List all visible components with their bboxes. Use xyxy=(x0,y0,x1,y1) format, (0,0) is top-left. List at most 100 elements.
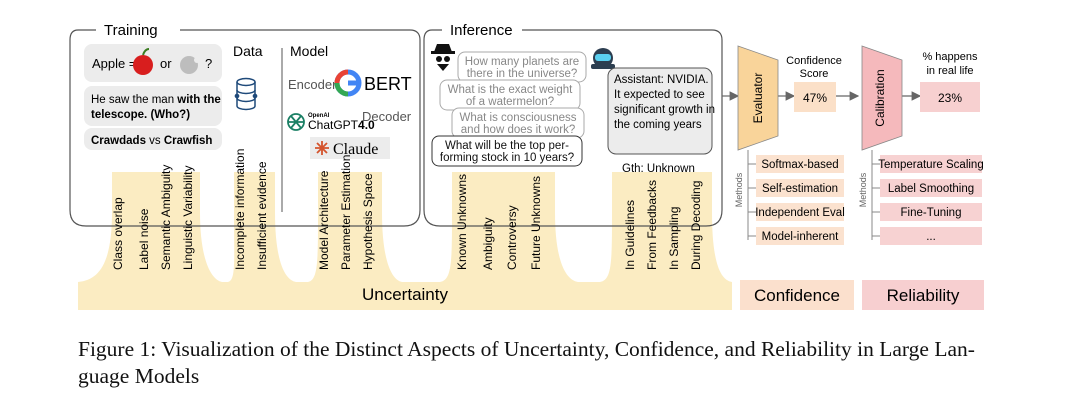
uncertainty-source-label: Ambiguity xyxy=(481,217,495,270)
method-box xyxy=(880,155,982,173)
apple-or-text: or xyxy=(160,56,172,71)
uncertainty-source-label: Class overlap xyxy=(111,197,125,270)
spy-icon xyxy=(431,44,455,71)
uncertainty-band xyxy=(78,172,732,310)
uncertainty-source-label: From Feedbacks xyxy=(645,180,659,270)
method-label: Temperature Scaling xyxy=(878,159,983,171)
answer-box xyxy=(607,67,713,155)
calibration-label: Calibration xyxy=(873,69,887,126)
crawdads-text: Crawdads xyxy=(91,135,146,147)
example-crawdads-box xyxy=(84,128,222,150)
training-title: Training xyxy=(104,22,158,39)
uncertainty-source-label: Semantic Ambiguity xyxy=(159,165,173,270)
uncertainty-source-label: Parameter Estimation xyxy=(339,155,353,270)
svg-text:ChatGPT4.0: ChatGPT4.0 xyxy=(308,118,375,132)
real-life-title-1: % happens xyxy=(922,51,978,63)
svg-text:telescope. (Who?): telescope. (Who?) xyxy=(91,109,190,121)
method-label: Self-estimation xyxy=(762,183,838,195)
uncertainty-source-label: Label noise xyxy=(137,208,151,270)
robot-icon xyxy=(591,48,615,69)
method-label: Fine-Tuning xyxy=(901,207,962,219)
reliability-methods-label: Methods xyxy=(858,172,868,207)
claude-logo-icon xyxy=(315,141,329,155)
svg-text:Apple =: Apple = xyxy=(92,56,136,71)
confidence-score-title-1: Confidence xyxy=(786,55,842,67)
apple-fruit-icon xyxy=(133,48,153,75)
question-text: How many planets are xyxy=(465,56,579,68)
uncertainty-source-label: Insufficient evidence xyxy=(255,161,269,270)
apple-question-text: ? xyxy=(205,56,212,71)
answer-line: It expected to see xyxy=(614,89,705,101)
confidence-score-title-2: Score xyxy=(800,68,829,80)
question-text: and how does it work? xyxy=(461,124,575,136)
method-label: Independent Eval xyxy=(755,207,845,219)
model-heading: Model xyxy=(290,43,328,59)
chatgpt-label: ChatGPT xyxy=(308,118,359,132)
sentence-plain: He saw the man xyxy=(91,94,177,106)
question-text: forming stock in 10 years? xyxy=(440,152,574,164)
uncertainty-source-label: Linguistic Variability xyxy=(181,166,195,271)
uncertainty-source-label: In Guidelines xyxy=(623,200,637,270)
reliability-band xyxy=(862,280,984,310)
inference-title: Inference xyxy=(450,22,513,39)
question-text: What is consciousness xyxy=(460,112,577,124)
method-label: ... xyxy=(926,231,936,243)
method-box xyxy=(756,179,844,197)
confidence-score-value: 47% xyxy=(803,91,827,105)
sentence-bold-2: telescope. xyxy=(91,109,147,121)
example-sentence-box xyxy=(84,86,222,126)
method-box xyxy=(880,227,982,245)
answer-line: significant growth in xyxy=(614,104,715,116)
uncertainty-source-label: Known Unknowns xyxy=(455,174,469,270)
confidence-label: Confidence xyxy=(754,286,840,305)
method-box xyxy=(756,203,844,221)
uncertainty-source-label: Incomplete information xyxy=(233,149,247,270)
openai-label: OpenAI xyxy=(308,113,330,119)
caption-line-2: guage Models xyxy=(78,364,200,388)
real-life-value: 23% xyxy=(938,91,962,105)
decoder-label: Decoder xyxy=(362,109,412,124)
crawfish-text: Crawfish xyxy=(164,135,213,147)
uncertainty-source-label: Controversy xyxy=(505,205,519,270)
reliability-label: Reliability xyxy=(887,286,960,305)
openai-logo-icon xyxy=(287,113,305,131)
apple-logo-icon xyxy=(180,56,200,74)
uncertainty-source-label: Model Architecture xyxy=(317,170,331,270)
figure-diagram: Uncertainty Confidence Reliability Train… xyxy=(69,22,984,310)
svg-text:He saw the man with the: He saw the man with the xyxy=(91,94,221,106)
calibration-trapezoid xyxy=(861,45,903,151)
chatgpt-version: 4.0 xyxy=(358,118,375,132)
figure-caption: Figure 1: Visualization of the Distinct … xyxy=(78,336,998,390)
ground-truth-text: Gth: Unknown xyxy=(622,163,695,175)
real-life-title-2: in real life xyxy=(926,65,973,77)
confidence-methods-label: Methods xyxy=(734,172,744,207)
uncertainty-source-label: In Sampling xyxy=(667,207,681,270)
vs-text: vs xyxy=(146,135,164,147)
answer-line: Assistant: NVIDIA. xyxy=(614,74,709,86)
sentence-bold-1: with the xyxy=(176,94,220,106)
svg-text:Crawdads vs Crawfish: Crawdads vs Crawfish xyxy=(91,135,212,147)
method-box xyxy=(880,179,982,197)
uncertainty-source-label: Future Unknowns xyxy=(529,176,543,270)
caption-line-1: Figure 1: Visualization of the Distinct … xyxy=(78,337,975,361)
method-box xyxy=(880,203,982,221)
claude-label: Claude xyxy=(333,141,378,158)
method-box xyxy=(756,155,844,173)
question-text: What is the exact weight xyxy=(448,84,573,96)
question-text: there in the universe? xyxy=(467,68,578,80)
data-heading: Data xyxy=(233,43,263,59)
question-text: of a watermelon? xyxy=(466,96,554,108)
method-box xyxy=(756,227,844,245)
sentence-tail: (Who?) xyxy=(147,109,190,121)
encoder-label: Encoder xyxy=(288,77,337,92)
google-logo-icon xyxy=(334,69,362,97)
confidence-band xyxy=(740,280,854,310)
confidence-score-box xyxy=(794,82,836,112)
uncertainty-source-label: During Decoding xyxy=(689,181,703,270)
evaluator-label: Evaluator xyxy=(751,73,765,124)
apple-prefix-text: Apple = xyxy=(92,56,136,71)
claude-box xyxy=(310,137,390,159)
uncertainty-label: Uncertainty xyxy=(362,285,448,304)
real-life-box xyxy=(920,82,980,112)
